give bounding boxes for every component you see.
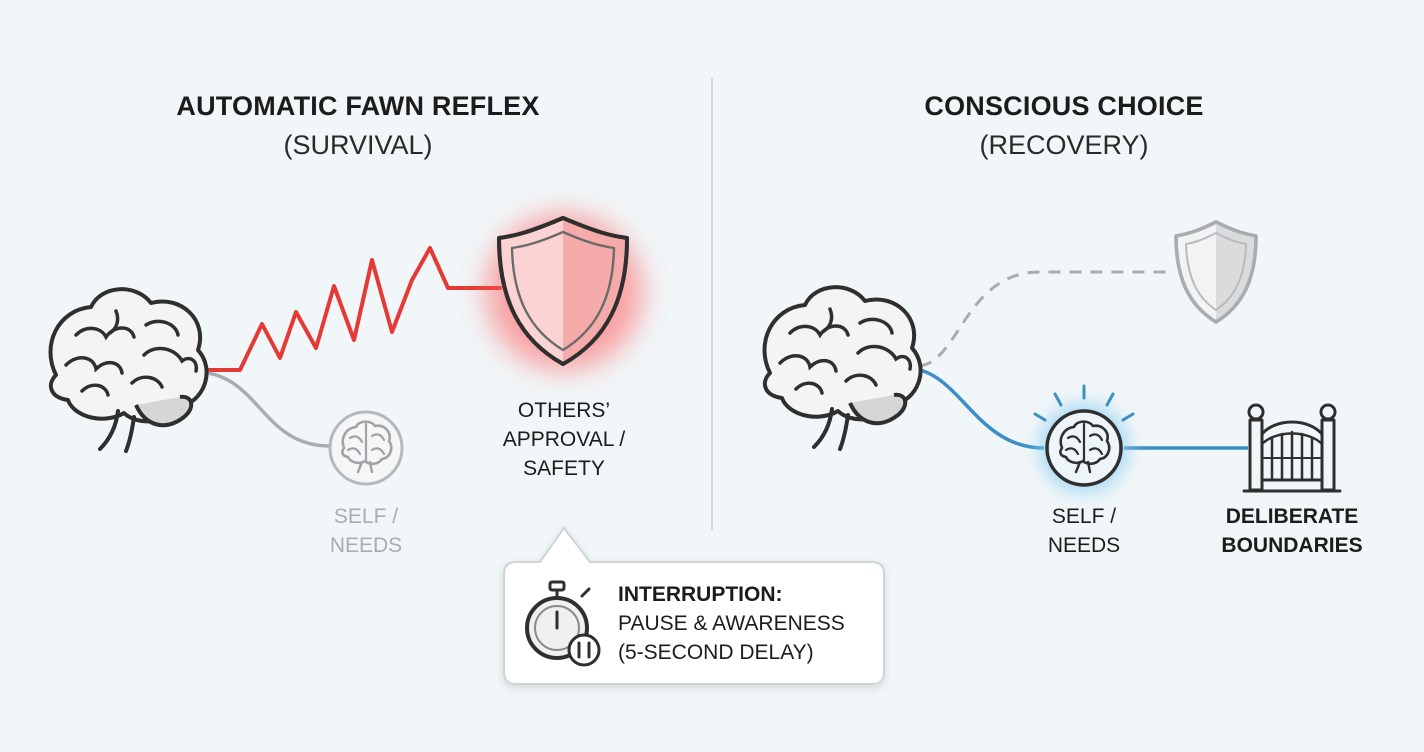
left-panel-subtitle: (SURVIVAL) — [283, 130, 433, 160]
others-approval-label: OTHERS’ APPROVAL / SAFETY — [474, 396, 654, 483]
deliberate-boundaries-label-line: DELIBERATE — [1225, 505, 1359, 528]
muted-self-needs-label: SELF / NEEDS — [296, 502, 436, 560]
faded-shield-icon — [1174, 220, 1258, 324]
left-panel-title: AUTOMATIC FAWN REFLEX — [176, 91, 540, 121]
self-needs-label-line: SELF / — [1051, 505, 1117, 528]
neglected-needs-line — [199, 370, 331, 448]
old-pattern-dashed-line — [919, 270, 1170, 368]
deliberate-boundaries-label-line: BOUNDARIES — [1221, 534, 1363, 557]
conscious-choice-line — [905, 366, 1045, 450]
self-needs-label-line: NEEDS — [1047, 534, 1121, 557]
reflex-signal-line — [190, 246, 502, 372]
others-approval-label-line: APPROVAL / — [502, 428, 626, 451]
pause-icon — [567, 633, 601, 667]
interruption-callout-text: INTERRUPTION: PAUSE & AWARENESS (5-SECON… — [618, 580, 878, 667]
callout-heading: INTERRUPTION: — [618, 583, 783, 606]
gate-icon — [1242, 403, 1342, 493]
self-needs-label: SELF / NEEDS — [1014, 502, 1154, 560]
muted-self-needs-label-line: SELF / — [333, 505, 399, 528]
muted-self-needs-icon — [328, 410, 404, 486]
others-approval-label-line: OTHERS’ — [517, 399, 611, 422]
callout-line: (5-SECOND DELAY) — [618, 641, 814, 664]
brain-icon — [762, 285, 923, 451]
callout-line: PAUSE & AWARENESS — [618, 612, 845, 635]
right-panel-subtitle: (RECOVERY) — [979, 130, 1149, 160]
others-approval-label-line: SAFETY — [523, 457, 605, 480]
right-panel-title: CONSCIOUS CHOICE — [924, 91, 1204, 121]
deliberate-boundaries-label: DELIBERATE BOUNDARIES — [1202, 502, 1382, 560]
muted-self-needs-label-line: NEEDS — [329, 534, 403, 557]
brain-icon — [48, 287, 209, 453]
self-needs-icon — [1033, 384, 1135, 492]
shield-icon — [486, 214, 642, 370]
